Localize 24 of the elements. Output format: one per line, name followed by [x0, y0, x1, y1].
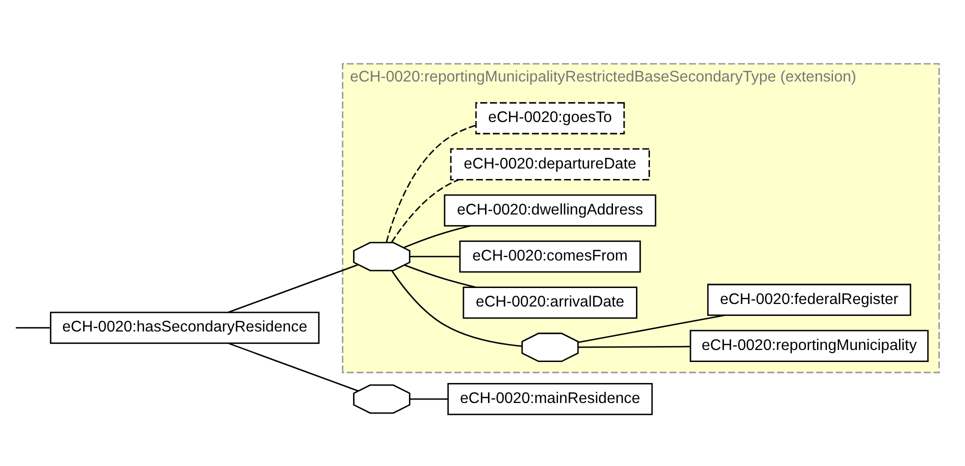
node-box: eCH-0020:goesTo	[475, 102, 625, 134]
node-box: eCH-0020:comesFrom	[459, 240, 641, 272]
connector	[391, 178, 459, 242]
node-box: eCH-0020:reportingMunicipality	[690, 329, 929, 362]
connector	[404, 264, 476, 288]
node-octagon	[353, 241, 410, 271]
node-box: eCH-0020:hasSecondaryResidence	[50, 311, 320, 344]
node-box: eCH-0020:federalRegister	[707, 283, 912, 316]
connector	[410, 398, 448, 400]
node-box: eCH-0020:mainResidence	[447, 382, 653, 415]
connector	[404, 224, 471, 248]
connector	[578, 314, 725, 343]
node-box: eCH-0020:dwellingAddress	[444, 194, 656, 226]
connector	[578, 345, 690, 348]
node-box: eCH-0020:departureDate	[450, 148, 650, 180]
node-octagon	[521, 332, 579, 362]
connector	[386, 124, 476, 242]
node-box: eCH-0020:arrivalDate	[462, 286, 638, 318]
connector	[391, 270, 522, 346]
node-octagon	[353, 384, 410, 414]
connector	[410, 255, 460, 257]
connector	[228, 264, 358, 312]
connector	[228, 342, 358, 392]
connector	[16, 326, 50, 328]
